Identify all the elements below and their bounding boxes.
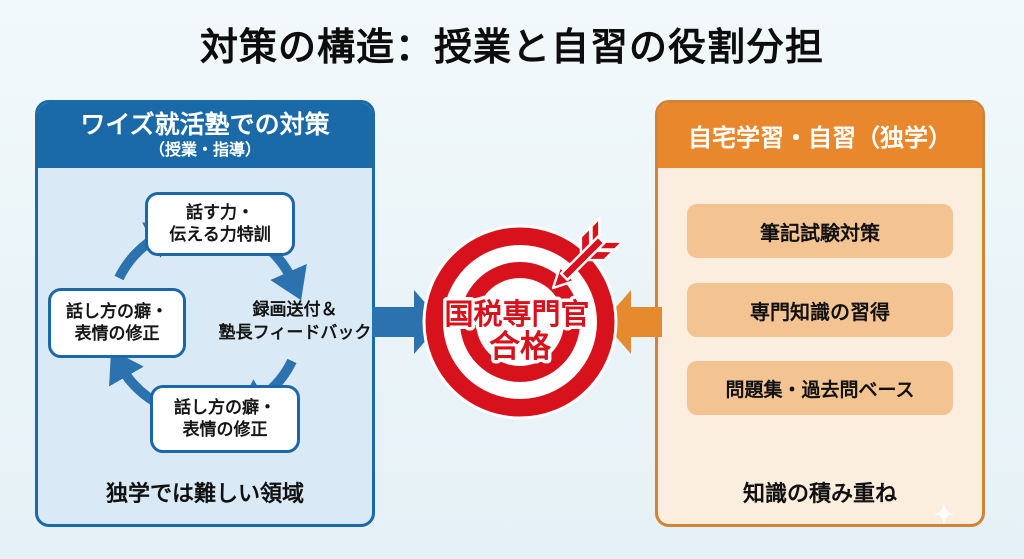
study-item-written-exam: 筆記試験対策 [687,204,953,258]
cycle-feedback-label-line1: 録画送付＆ [252,300,338,320]
cycle-node-correction-bottom-line1: 話し方の癖・ [174,397,276,418]
cycle-feedback-label: 録画送付＆ 塾長フィードバック [216,299,374,345]
cycle-node-correction-left-line1: 話し方の癖・ [66,301,168,322]
page-title: 対策の構造：授業と自習の役割分担 [199,25,824,69]
goal-label-line2: 合格 [489,329,552,365]
selfstudy-panel-title: 自宅学習・自習（独学） [658,103,982,168]
goal-label-line1: 国税専門官 [444,297,589,331]
goal-dart-icon [551,217,624,290]
study-item-specialized-knowledge: 専門知識の習得 [687,283,953,337]
cycle-node-correction-left: 話し方の癖・ 表情の修正 [48,288,186,358]
cycle-node-speaking-training-line2: 伝える力特訓 [169,225,271,245]
classroom-panel-header: ワイズ就活塾での対策 （授業・指導） [38,103,372,169]
cycle-node-correction-bottom-line2: 表情の修正 [182,420,268,440]
right-to-goal-arrow-icon [603,290,662,354]
classroom-panel: ワイズ就活塾での対策 （授業・指導） 独学では難しい領域 [35,100,375,527]
selfstudy-panel-footer: 知識の積み重ね [742,482,897,507]
goal-target-icon [422,224,618,420]
cycle-node-speaking-training-line1: 話す力・ [186,202,254,223]
cycle-node-correction-bottom: 話し方の癖・ 表情の修正 [150,385,300,453]
selfstudy-panel: 自宅学習・自習（独学） 筆記試験対策 専門知識の習得 問題集・過去問ベース 知識… [655,100,985,527]
cycle-node-correction-left-line2: 表情の修正 [74,324,160,344]
study-item-workbooks: 問題集・過去問ベース [687,361,953,415]
cycle-feedback-label-line2: 塾長フィードバック [218,322,372,343]
left-to-goal-arrow-icon [372,290,442,354]
classroom-panel-subtitle: （授業・指導） [148,140,261,159]
classroom-panel-title: ワイズ就活塾での対策 [80,110,330,139]
cycle-node-speaking-training: 話す力・ 伝える力特訓 [145,192,295,256]
goal-label: 国税専門官 合格 [441,294,593,369]
classroom-panel-footer: 独学では難しい領域 [105,482,304,507]
